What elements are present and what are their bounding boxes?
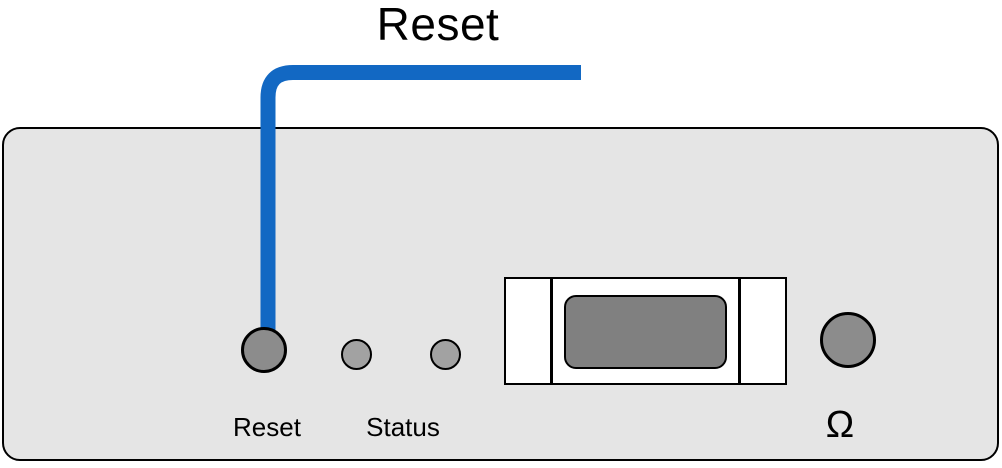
terminal-port <box>504 277 787 385</box>
port-divider-left <box>550 279 553 383</box>
reset-button-label: Reset <box>233 412 301 442</box>
port-divider-right <box>738 279 741 383</box>
status-led-1 <box>341 339 372 370</box>
impedance-button[interactable] <box>820 312 876 368</box>
status-label: Status <box>366 412 440 442</box>
port-plug <box>564 295 727 369</box>
callout-title: Reset <box>376 0 500 50</box>
impedance-label: Ω <box>825 404 855 446</box>
reset-button[interactable] <box>241 327 287 373</box>
status-led-2 <box>430 339 461 370</box>
